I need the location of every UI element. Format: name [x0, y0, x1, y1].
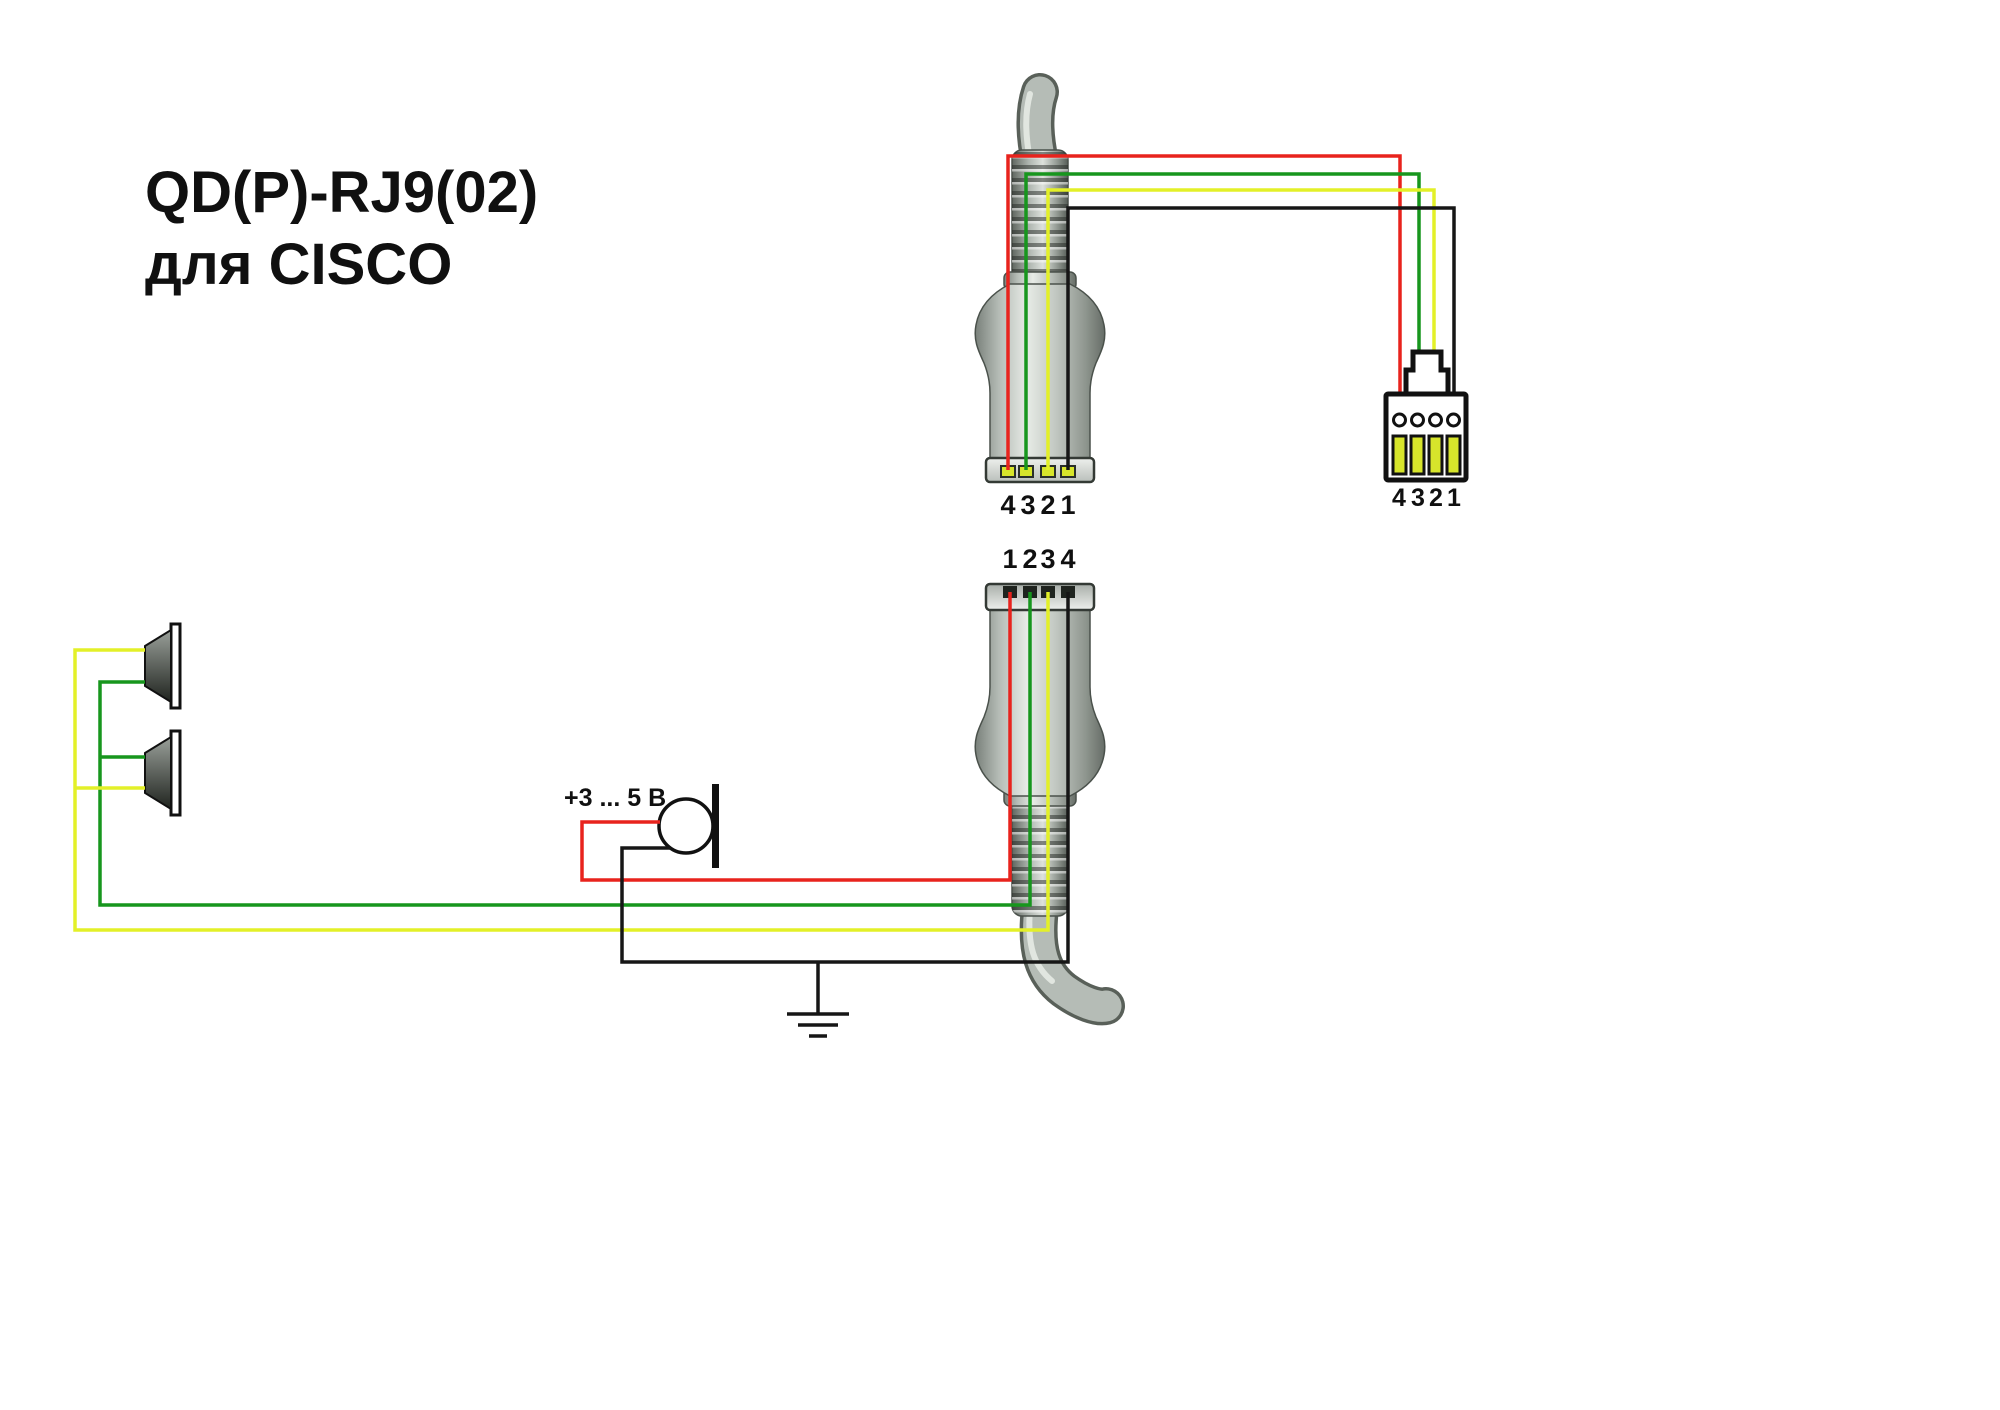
mic-voltage-label: +3 ... 5 В — [564, 784, 666, 812]
pin-label: 4 — [1060, 544, 1075, 574]
strain-relief-top-ribs — [1012, 150, 1068, 286]
top-wires — [1006, 154, 1456, 470]
diagram-title: QD(P)-RJ9(02) для CISCO — [145, 160, 538, 297]
pin-label: 1 — [1447, 484, 1461, 512]
qd-bottom-pin-labels: 1 2 3 4 — [1002, 544, 1075, 574]
wire-red-mic — [580, 592, 1012, 882]
microphone: +3 ... 5 В — [564, 784, 719, 868]
speaker-top — [144, 622, 182, 710]
rj9-pin-labels: 4 3 2 1 — [1392, 484, 1461, 512]
speaker-cone — [144, 735, 172, 811]
speaker-diaphragm — [169, 622, 182, 710]
title-line-1: QD(P)-RJ9(02) — [145, 160, 538, 225]
pin-label: 3 — [1411, 484, 1425, 512]
qd-connector-bottom — [974, 582, 1125, 1026]
rj9-contact-2 — [1427, 434, 1444, 476]
pin-label: 4 — [1000, 490, 1015, 520]
pin-label: 2 — [1022, 544, 1037, 574]
connector-body-top — [974, 283, 1106, 467]
title-line-2: для CISCO — [145, 232, 452, 297]
wire-yellow-top — [1046, 188, 1436, 470]
rj9-pin-hole-2 — [1428, 412, 1443, 428]
wire-red-top — [1006, 154, 1402, 470]
pin-label: 1 — [1002, 544, 1017, 574]
mic-plate — [712, 784, 719, 868]
pin-label: 3 — [1020, 490, 1035, 520]
rj9-pin-hole-3 — [1410, 412, 1425, 428]
contact-face-bottom — [984, 582, 1096, 612]
wire-yellow-main — [73, 592, 1050, 932]
connector-body-bottom — [974, 609, 1106, 797]
bottom-wires — [73, 592, 1070, 1014]
speaker-diaphragm — [169, 729, 182, 817]
ground-symbol — [787, 1012, 849, 1038]
pin-label: 1 — [1060, 490, 1075, 520]
rj9-contact-1 — [1445, 434, 1462, 476]
pin-label: 2 — [1429, 484, 1443, 512]
pin-label: 3 — [1040, 544, 1055, 574]
rj9-contact-3 — [1409, 434, 1426, 476]
rj9-contact-4 — [1391, 434, 1408, 476]
qd-top-pin-labels: 4 3 2 1 — [1000, 490, 1075, 520]
speaker-bottom — [144, 729, 182, 817]
rj9-pin-hole-4 — [1392, 412, 1407, 428]
rj9-latch — [1403, 349, 1451, 397]
strain-relief-bottom-ribs — [1012, 800, 1068, 916]
speaker-cone — [144, 628, 172, 704]
pin-label: 4 — [1392, 484, 1406, 512]
wire-black-mic — [620, 592, 1070, 964]
cable-bottom-highlight — [1026, 905, 1055, 984]
wire-green-main — [98, 592, 1032, 907]
cable-bottom — [1023, 892, 1122, 1022]
rj9-pin-hole-1 — [1446, 412, 1461, 428]
wire-green-top — [1024, 172, 1421, 470]
rj9-connector — [1383, 349, 1469, 483]
qd-connector-top — [974, 73, 1106, 484]
pin-label: 2 — [1040, 490, 1055, 520]
mic-capsule — [657, 797, 715, 855]
wire-black-top — [1066, 206, 1456, 470]
